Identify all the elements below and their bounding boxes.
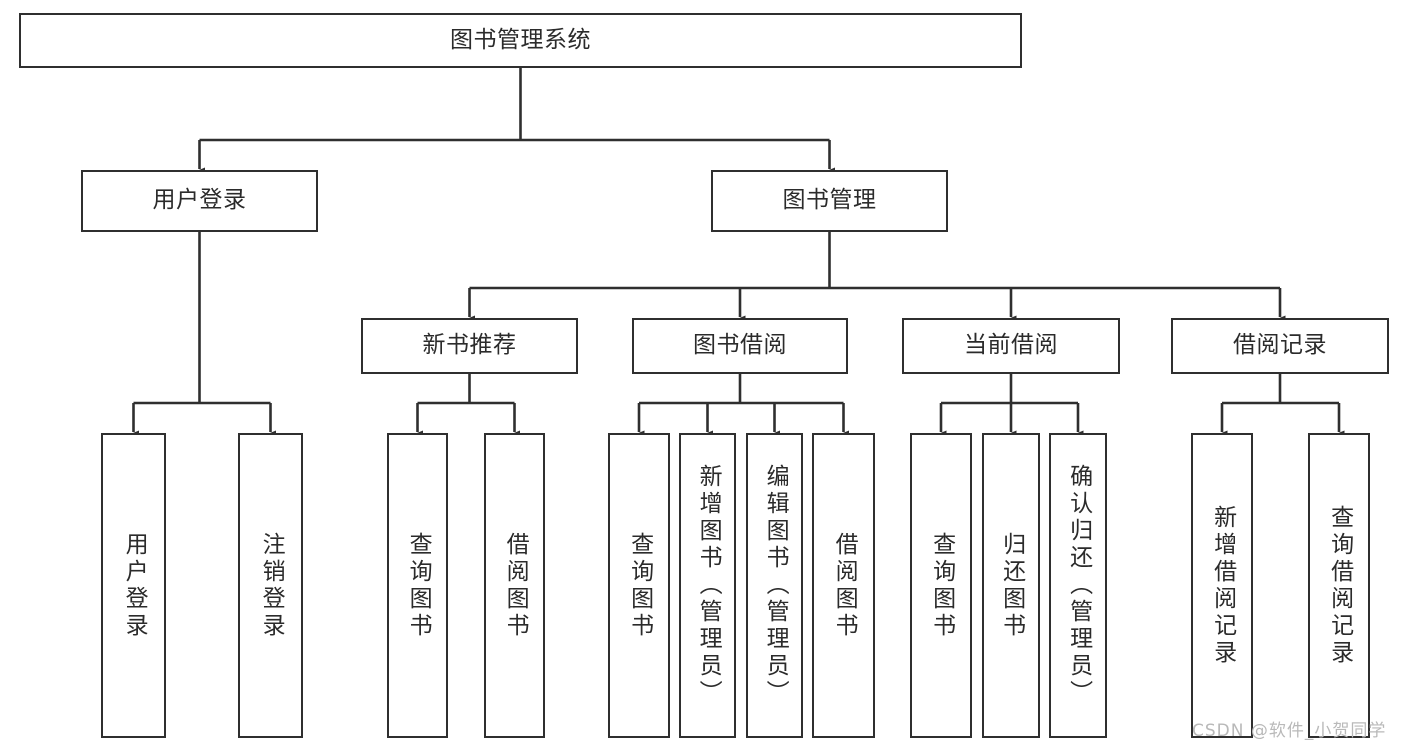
- node-label-leaf-borrow-book-1: 借阅图书: [502, 531, 529, 640]
- node-leaf-add-book[interactable]: 新增图书（管理员）: [679, 433, 736, 738]
- node-leaf-return-book[interactable]: 归还图书: [982, 433, 1040, 738]
- node-borrow-record[interactable]: 借阅记录: [1171, 318, 1389, 374]
- node-label-leaf-query-book-1: 查询图书: [405, 531, 432, 640]
- node-leaf-borrow-book-1[interactable]: 借阅图书: [484, 433, 545, 738]
- node-book-manage[interactable]: 图书管理: [711, 170, 948, 232]
- node-current-borrow[interactable]: 当前借阅: [902, 318, 1120, 374]
- node-label-leaf-query-record: 查询借阅记录: [1326, 504, 1353, 667]
- node-label-leaf-logout: 注销登录: [258, 531, 285, 640]
- node-label-new-book-rec: 新书推荐: [422, 332, 517, 359]
- node-root[interactable]: 图书管理系统: [19, 13, 1022, 68]
- node-leaf-confirm-ret[interactable]: 确认归还（管理员）: [1049, 433, 1107, 738]
- node-label-borrow-record: 借阅记录: [1233, 332, 1327, 359]
- node-label-leaf-query-book-3: 查询图书: [928, 531, 955, 640]
- node-label-leaf-user-login: 用户登录: [121, 531, 148, 640]
- node-leaf-add-record[interactable]: 新增借阅记录: [1191, 433, 1253, 738]
- node-label-root: 图书管理系统: [450, 26, 591, 53]
- node-label-leaf-confirm-ret: 确认归还（管理员）: [1065, 464, 1092, 707]
- node-label-leaf-add-record: 新增借阅记录: [1209, 504, 1236, 667]
- node-label-current-borrow: 当前借阅: [964, 332, 1058, 359]
- node-label-book-manage: 图书管理: [782, 187, 877, 214]
- edge-group: [128, 68, 1345, 440]
- node-label-user-login: 用户登录: [152, 187, 247, 214]
- node-label-leaf-edit-book: 编辑图书（管理员）: [762, 464, 789, 707]
- node-new-book-rec[interactable]: 新书推荐: [361, 318, 578, 374]
- node-label-leaf-return-book: 归还图书: [998, 531, 1025, 640]
- node-leaf-query-record[interactable]: 查询借阅记录: [1308, 433, 1370, 738]
- node-leaf-query-book-2[interactable]: 查询图书: [608, 433, 670, 738]
- node-user-login[interactable]: 用户登录: [81, 170, 318, 232]
- node-leaf-query-book-1[interactable]: 查询图书: [387, 433, 448, 738]
- node-label-leaf-add-book: 新增图书（管理员）: [695, 464, 722, 707]
- node-book-borrow[interactable]: 图书借阅: [632, 318, 848, 374]
- node-label-book-borrow: 图书借阅: [693, 332, 787, 359]
- node-label-leaf-borrow-book-2: 借阅图书: [831, 531, 858, 640]
- node-leaf-logout[interactable]: 注销登录: [238, 433, 303, 738]
- node-leaf-edit-book[interactable]: 编辑图书（管理员）: [746, 433, 803, 738]
- node-label-leaf-query-book-2: 查询图书: [626, 531, 653, 640]
- node-leaf-user-login[interactable]: 用户登录: [101, 433, 166, 738]
- node-leaf-query-book-3[interactable]: 查询图书: [910, 433, 972, 738]
- node-leaf-borrow-book-2[interactable]: 借阅图书: [812, 433, 875, 738]
